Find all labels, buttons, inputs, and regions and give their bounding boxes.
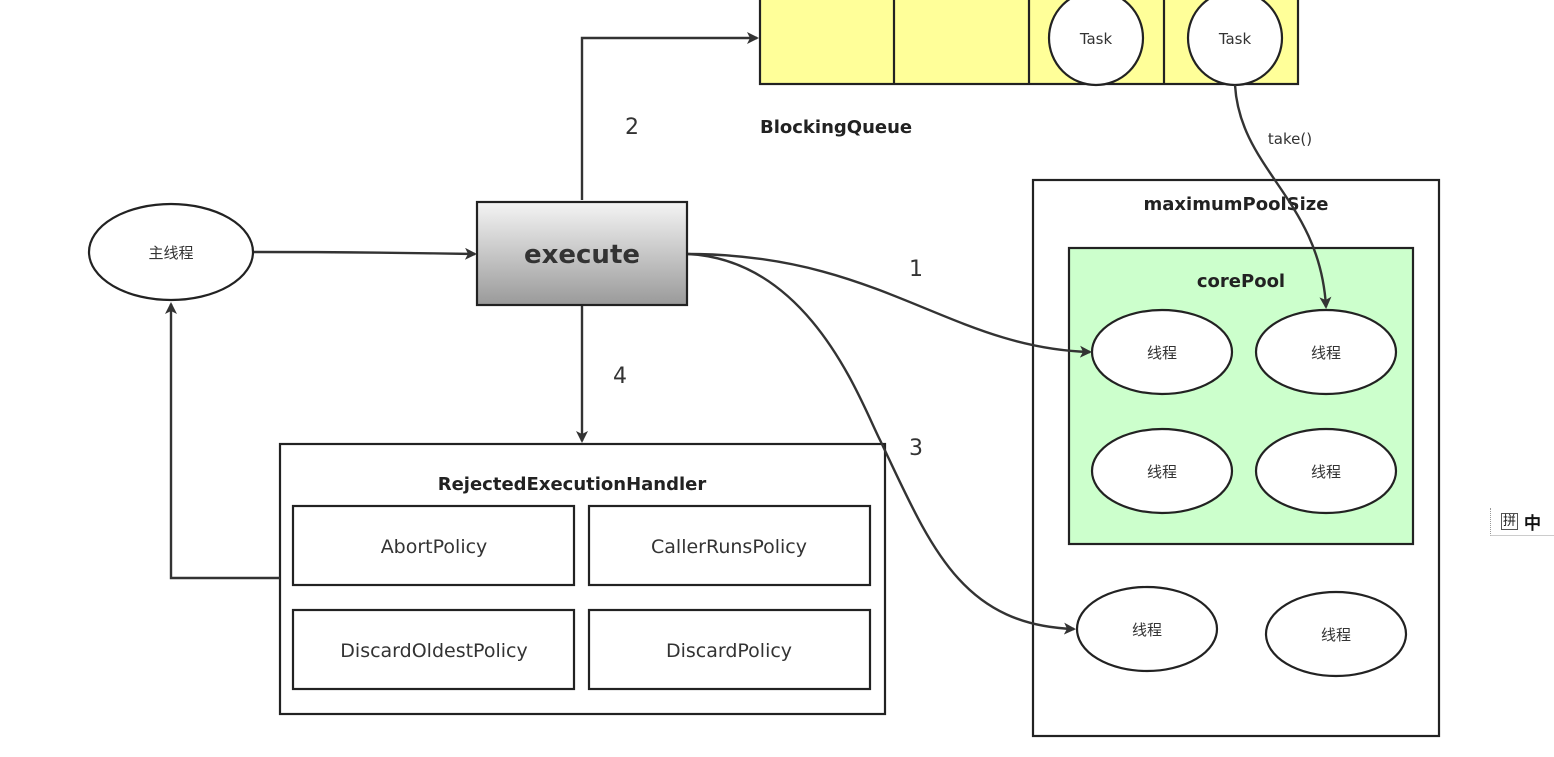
maximum-pool-title: maximumPoolSize [1144,194,1329,215]
core-thread: 线程 [1090,427,1234,515]
thread-label: 线程 [1311,344,1341,362]
core-pool: corePool 线程 线程 线程 线程 [1067,246,1415,546]
policy-discard-oldest: DiscardOldestPolicy [291,608,576,691]
core-thread: 线程 [1090,308,1234,396]
core-thread: 线程 [1254,308,1398,396]
policy-label: CallerRunsPolicy [651,536,807,558]
policy-label: DiscardPolicy [666,640,792,662]
policy-label: DiscardOldestPolicy [340,640,527,662]
ime-language-toggle[interactable]: 中 [1524,514,1542,534]
edge-step-1 [687,252,1092,358]
rejected-execution-handler: RejectedExecutionHandler AbortPolicy Cal… [278,442,887,716]
core-thread: 线程 [1254,427,1398,515]
edge-handler-to-main [165,302,280,580]
main-thread-node: 主线程 [87,202,255,302]
step-label-4: 4 [613,364,627,389]
step-label-2: 2 [625,115,639,140]
policy-label: AbortPolicy [381,536,488,558]
queue-task-label: Task [1079,30,1113,48]
thread-label: 线程 [1147,344,1177,362]
thread-label: 线程 [1132,621,1162,639]
edge-main-to-execute [252,247,477,260]
queue-label: BlockingQueue [760,117,912,138]
step-label-1: 1 [909,257,923,282]
edge-take [1233,84,1332,309]
policy-caller-runs: CallerRunsPolicy [587,504,872,587]
execute-label: execute [524,240,640,270]
edge-step-3 [687,252,1076,635]
queue-task: Task [1186,0,1284,87]
step-label-3: 3 [909,436,923,461]
policy-discard: DiscardPolicy [587,608,872,691]
take-label: take() [1268,130,1312,148]
maximum-pool: maximumPoolSize corePool 线程 线程 线程 [1031,178,1441,738]
blocking-queue: Task Task BlockingQueue [758,0,1300,138]
extra-thread: 线程 [1264,590,1408,678]
ime-mode-icon[interactable]: 拼 [1501,513,1519,530]
main-thread-label: 主线程 [148,244,193,262]
edge-execute-to-queue [580,32,759,200]
thread-label: 线程 [1311,463,1341,481]
execute-node: execute [475,200,689,307]
handler-title: RejectedExecutionHandler [438,474,707,495]
core-pool-title: corePool [1197,271,1285,292]
queue-task: Task [1047,0,1145,87]
thread-label: 线程 [1321,626,1351,644]
ime-indicator[interactable]: 拼 中 [1490,508,1554,536]
policy-abort: AbortPolicy [291,504,576,587]
queue-task-label: Task [1218,30,1252,48]
extra-thread: 线程 [1075,585,1219,673]
thread-label: 线程 [1147,463,1177,481]
